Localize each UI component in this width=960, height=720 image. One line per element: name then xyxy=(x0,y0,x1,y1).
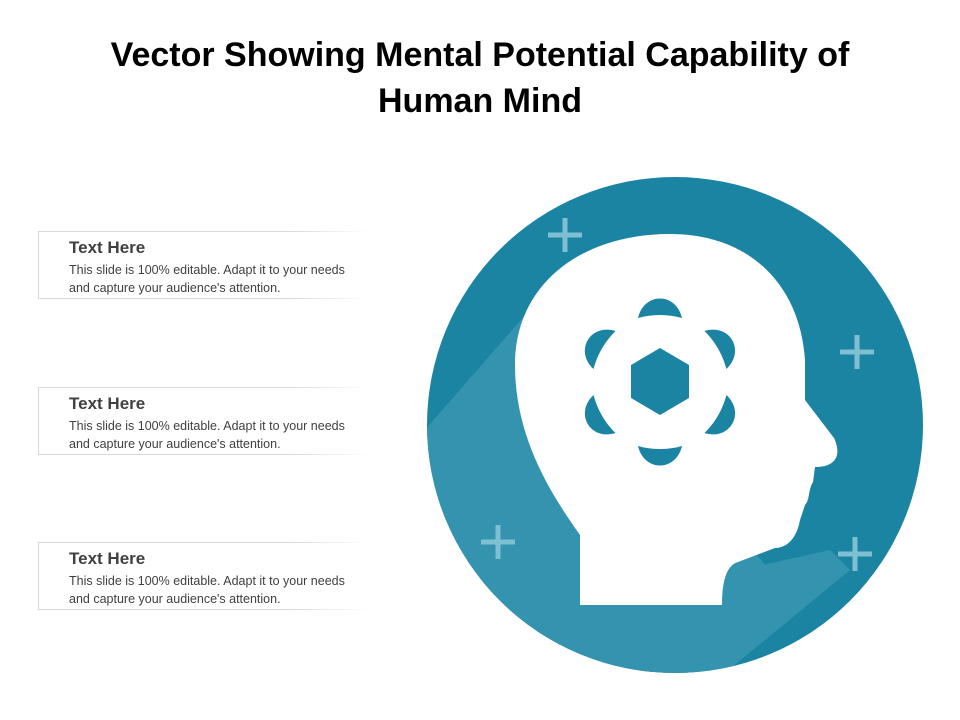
text-box-description: This slide is 100% editable. Adapt it to… xyxy=(69,574,345,606)
atom-petal xyxy=(584,329,616,370)
text-box-2[interactable]: Text Here This slide is 100% editable. A… xyxy=(38,387,369,455)
text-box-3[interactable]: Text Here This slide is 100% editable. A… xyxy=(38,542,369,610)
plus-icon xyxy=(481,525,515,559)
text-box-title: Text Here xyxy=(69,238,146,257)
plus-icon xyxy=(548,218,582,252)
atom-icon xyxy=(584,298,736,466)
atom-petal xyxy=(584,394,616,435)
atom-petal xyxy=(704,329,736,370)
text-box-description: This slide is 100% editable. Adapt it to… xyxy=(69,263,345,295)
head-icon xyxy=(515,234,838,605)
plus-icon xyxy=(840,335,874,369)
text-box-description: This slide is 100% editable. Adapt it to… xyxy=(69,419,345,451)
atom-petal xyxy=(704,394,736,435)
atom-nucleus xyxy=(631,348,689,415)
neck-shadow xyxy=(600,550,850,673)
text-box-1[interactable]: Text Here This slide is 100% editable. A… xyxy=(38,231,369,299)
plus-icon xyxy=(838,537,872,571)
atom-petal xyxy=(638,446,682,466)
text-box-title: Text Here xyxy=(69,549,146,568)
text-box-title: Text Here xyxy=(69,394,146,413)
mind-graphic xyxy=(427,177,923,673)
atom-petal xyxy=(638,298,682,318)
slide-title: Vector Showing Mental Potential Capabili… xyxy=(110,36,850,120)
